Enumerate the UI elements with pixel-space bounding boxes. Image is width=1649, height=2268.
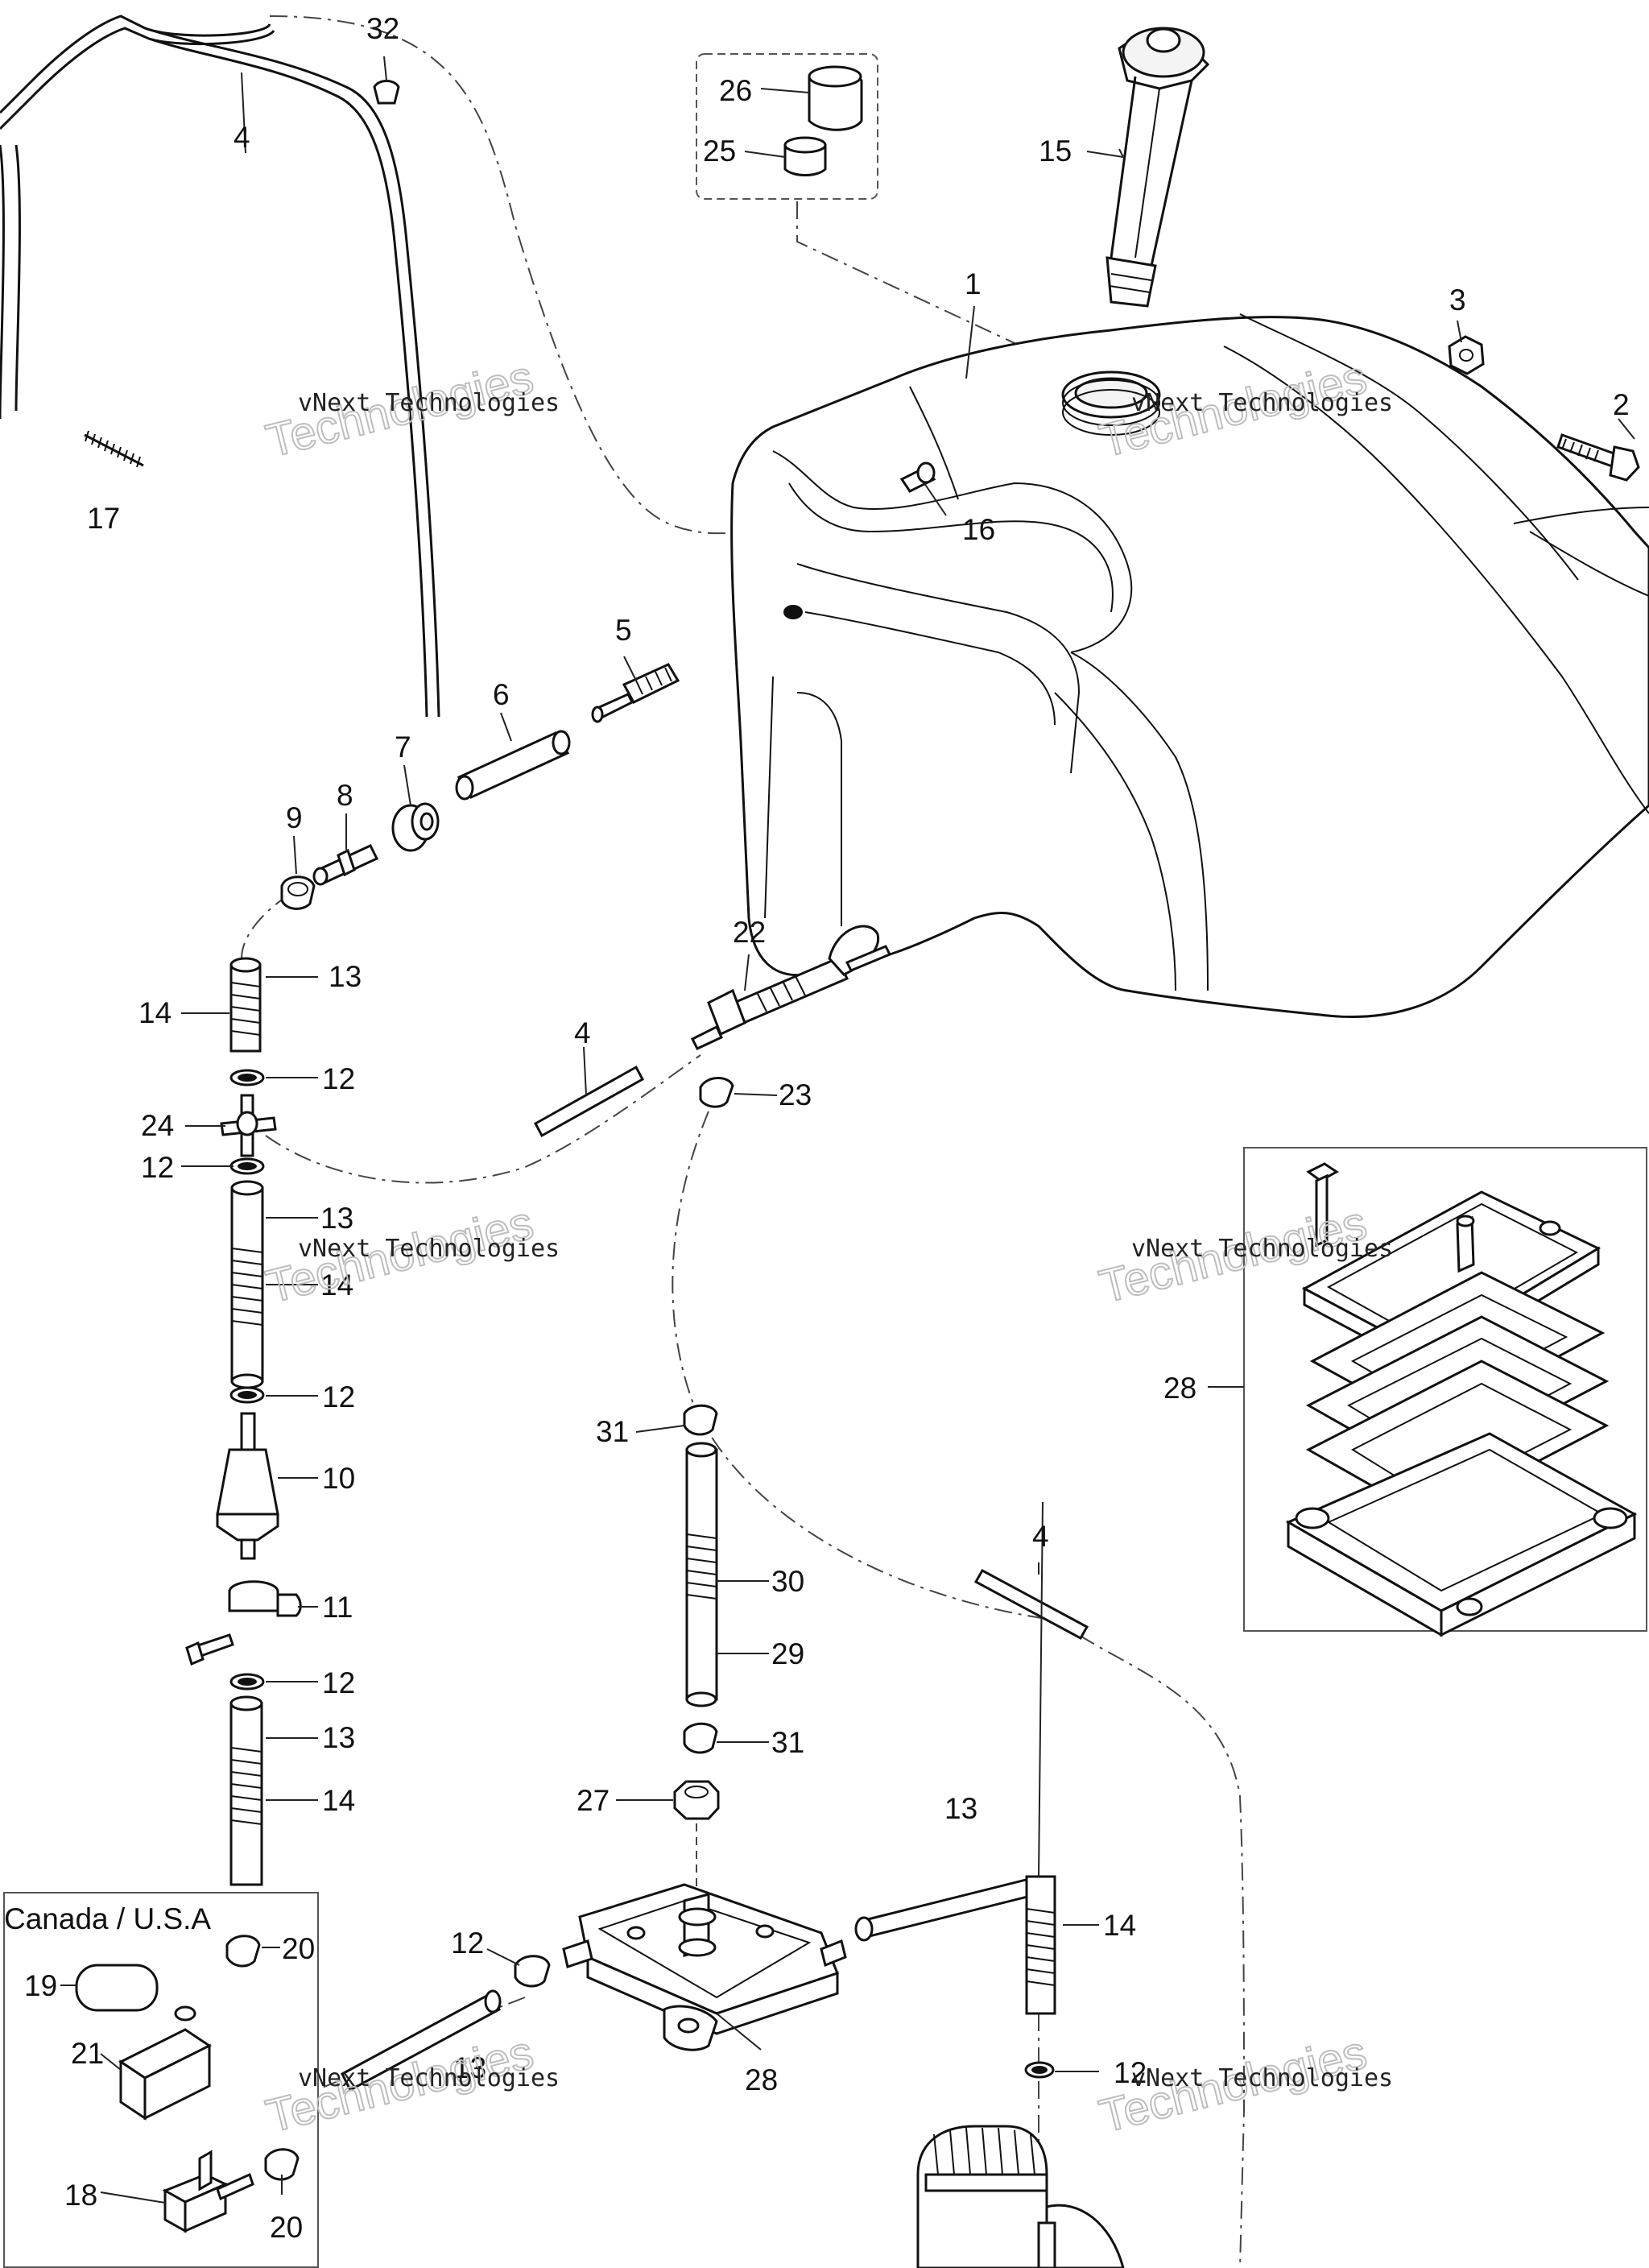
callout-4-c: 4	[1032, 1520, 1049, 1553]
callout-13-a: 13	[329, 960, 362, 993]
callout-18: 18	[64, 2179, 97, 2212]
clip-11	[185, 1580, 302, 1666]
callout-labels: 32 4 17 26 25 15 1 3 2 16 5 6 7 8 9 13 1…	[24, 12, 1630, 2244]
callout-4-b: 4	[574, 1016, 591, 1049]
callout-7: 7	[395, 730, 411, 764]
tee-24	[220, 1094, 277, 1157]
callout-11: 11	[322, 1591, 353, 1624]
callout-4-a: 4	[234, 121, 250, 154]
carburetor	[916, 2125, 1125, 2268]
filter-10	[216, 1412, 279, 1560]
callout-25: 25	[703, 135, 736, 168]
callout-10: 10	[322, 1462, 355, 1495]
callout-21: 21	[71, 2037, 104, 2070]
grommet-7	[391, 802, 440, 852]
watermark-d-text: vNext Technologies	[1131, 1235, 1393, 1263]
tube-6	[455, 730, 571, 801]
clamp-12-e	[514, 1955, 551, 1988]
callout-22: 22	[733, 916, 766, 949]
clamp-31-top	[683, 1404, 718, 1436]
inset-caption: Canada / U.S.A	[4, 1902, 211, 1935]
callout-28-a: 28	[745, 2063, 778, 2096]
hose-13-14-bottom	[229, 1695, 263, 1886]
clamp-12-a	[229, 1069, 265, 1086]
bolt-2	[1556, 433, 1640, 482]
callout-12-e: 12	[451, 1927, 484, 1960]
callout-12-a: 12	[322, 1062, 355, 1095]
callout-23: 23	[779, 1078, 812, 1111]
spring-17	[84, 430, 144, 468]
callout-19: 19	[24, 1969, 57, 2002]
fuel-tank	[730, 313, 1649, 1018]
callout-26: 26	[719, 74, 752, 107]
hose-13-14-mid	[230, 1180, 264, 1389]
callout-5: 5	[615, 614, 632, 647]
nut-27	[673, 1780, 720, 1820]
fitting-5	[591, 663, 680, 723]
callout-8: 8	[337, 779, 353, 812]
watermark-a-text: vNext Technologies	[298, 389, 560, 417]
clamp-12-b	[229, 1157, 265, 1175]
callout-20-a: 20	[282, 1932, 315, 1965]
callout-24: 24	[141, 1109, 174, 1142]
callout-13-e: 13	[453, 2051, 486, 2084]
callout-14-d: 14	[1103, 1909, 1136, 1942]
watermark-c-text: vNext Technologies	[298, 1235, 560, 1263]
callout-32: 32	[366, 12, 399, 45]
callout-13-b: 13	[320, 1202, 353, 1235]
callout-1: 1	[965, 267, 982, 300]
clamp-12-c	[229, 1386, 265, 1404]
callout-14-c: 14	[322, 1784, 355, 1817]
callout-12-c: 12	[322, 1380, 355, 1413]
clamp-31-bottom	[683, 1722, 718, 1754]
label-decal-19	[75, 1964, 159, 2012]
hose-13-14-top	[229, 957, 262, 1053]
callout-6: 6	[493, 678, 510, 711]
callout-17: 17	[87, 502, 120, 535]
callout-12-b: 12	[141, 1151, 174, 1184]
primer-22	[690, 925, 892, 1050]
callout-27: 27	[577, 1784, 610, 1817]
callout-12-f: 12	[1114, 2056, 1147, 2089]
fuel-pump-28	[562, 1883, 847, 2051]
callout-14-a: 14	[138, 996, 172, 1029]
watermark-e-text: vNext Technologies	[298, 2064, 560, 2092]
clamp-12-d	[229, 1673, 265, 1691]
callout-20-b: 20	[270, 2211, 303, 2244]
callout-28-b: 28	[1163, 1372, 1196, 1405]
watermark-f-text: vNext Technologies	[1131, 2064, 1393, 2092]
watermark-b-text: vNext Technologies	[1131, 389, 1393, 417]
leader-lines	[60, 56, 1635, 2204]
clamp-12-f	[1024, 2061, 1055, 2079]
callout-30: 30	[771, 1565, 804, 1598]
callout-31-b: 31	[771, 1726, 804, 1759]
hose-13-14-right	[854, 1875, 1056, 2015]
fuel-gauge	[1106, 27, 1210, 308]
inset-25-26	[696, 53, 878, 200]
inset-28	[1243, 1147, 1647, 1637]
nut-3	[1448, 335, 1485, 375]
callout-3: 3	[1449, 284, 1466, 317]
inset-canada-usa: Canada / U.S.A	[3, 1892, 319, 2268]
clamp-23	[699, 1077, 734, 1108]
tubing-4-top	[0, 14, 440, 718]
callout-31-a: 31	[596, 1415, 629, 1448]
hose-29-30	[685, 1442, 718, 1707]
callout-13-c: 13	[322, 1721, 355, 1754]
callout-29: 29	[771, 1637, 804, 1670]
fitting-8	[312, 844, 379, 886]
clamp-9	[280, 875, 316, 910]
callout-13-d: 13	[944, 1792, 977, 1825]
callout-15: 15	[1039, 135, 1072, 168]
callout-12-d: 12	[322, 1666, 355, 1699]
clip-32	[373, 80, 400, 105]
callout-16: 16	[962, 513, 995, 546]
callout-9: 9	[286, 801, 303, 834]
tubing-13-lower	[341, 1989, 502, 2092]
callout-14-b: 14	[320, 1269, 353, 1302]
tubing-4-right	[973, 1568, 1089, 1641]
callout-2: 2	[1613, 388, 1630, 421]
tubing-4-mid	[533, 1065, 645, 1138]
